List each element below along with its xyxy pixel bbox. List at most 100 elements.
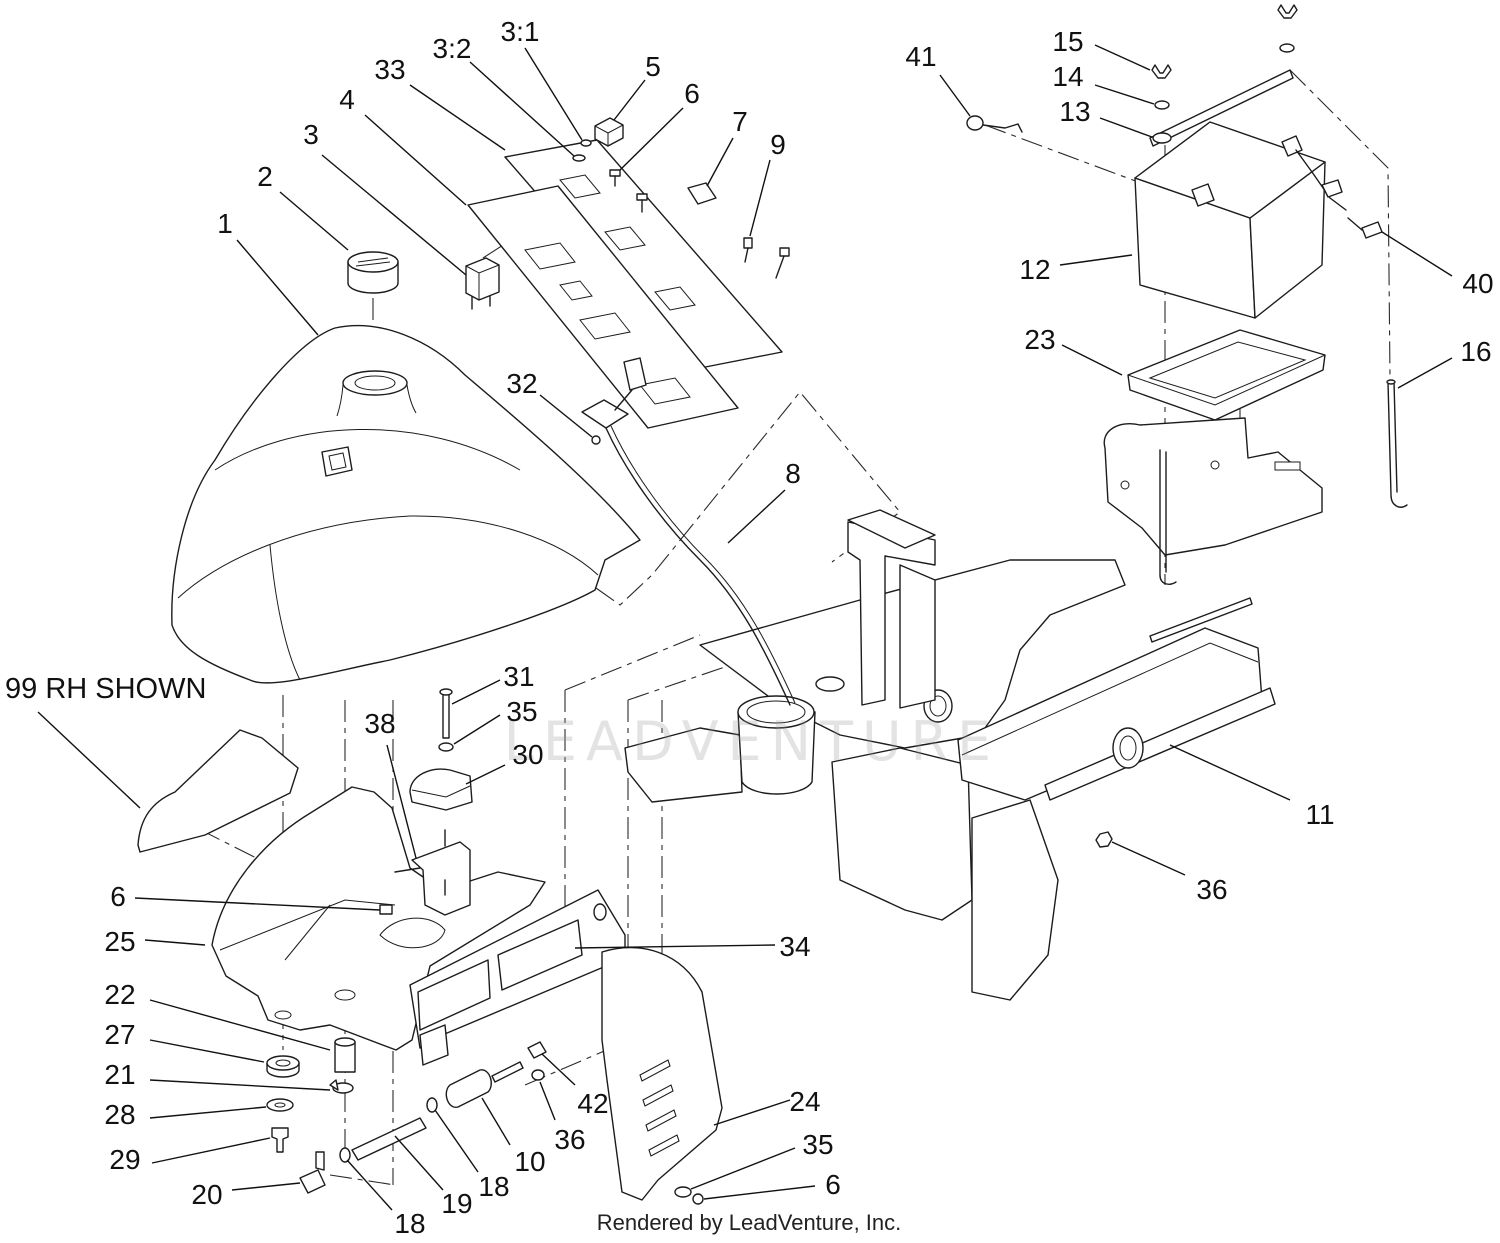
callout-35-lower: 35 xyxy=(802,1129,833,1160)
callout-6-top: 6 xyxy=(684,78,700,109)
leader-line-4 xyxy=(364,114,467,206)
callout-21: 21 xyxy=(104,1059,135,1090)
clamp-18 xyxy=(339,1147,351,1163)
callout-25: 25 xyxy=(104,926,135,957)
leader-line-13 xyxy=(1099,117,1153,138)
washer-13 xyxy=(1152,132,1172,144)
key-switch-pins xyxy=(471,295,491,310)
leader-line-38 xyxy=(386,744,417,859)
clamp-21-tab xyxy=(329,1079,339,1091)
callout-14: 14 xyxy=(1052,61,1083,92)
bolt-40 xyxy=(1361,221,1383,239)
screw-6 xyxy=(609,169,621,177)
leader-line-6-top xyxy=(619,107,684,171)
bolt-40-shank xyxy=(1347,217,1363,231)
callout-labels: 41 15 14 13 12 40 23 16 3:1 3:2 33 5 6 7… xyxy=(5,16,1494,1239)
battery-tray-inner xyxy=(1148,341,1307,399)
fuel-filter-hose xyxy=(491,1061,524,1083)
alignment-line xyxy=(627,654,761,701)
battery-bracket-hole xyxy=(1120,480,1130,490)
clamp-42 xyxy=(527,1041,547,1059)
fuel-tank-contour xyxy=(269,544,301,681)
battery-tray-rim xyxy=(1127,354,1326,406)
callout-3: 3 xyxy=(303,119,319,150)
decal-34 xyxy=(497,919,583,991)
fuel-tank-assembly xyxy=(171,251,641,684)
leader-line-41 xyxy=(939,74,971,117)
callout-33: 33 xyxy=(374,54,405,85)
throttle-lever-stem xyxy=(614,389,633,411)
leader-line-34 xyxy=(574,944,776,949)
panel-plate-hole xyxy=(654,286,696,311)
fitting-20 xyxy=(299,1169,326,1194)
fuel-tank-badge xyxy=(321,446,353,477)
leader-line-3-1 xyxy=(524,47,583,141)
leader-line-2 xyxy=(279,191,349,251)
fuel-tank-opening xyxy=(354,375,396,391)
leader-line-19 xyxy=(394,1135,444,1191)
steering-tower xyxy=(737,711,816,795)
alignment-line xyxy=(595,391,901,606)
frame-bearing-bore xyxy=(929,695,947,717)
leader-line-18-right xyxy=(434,1109,479,1173)
leader-line-9 xyxy=(749,159,771,237)
battery-bracket-slot xyxy=(1274,461,1301,471)
callout-12: 12 xyxy=(1019,254,1050,285)
callout-22: 22 xyxy=(104,979,135,1010)
bracket-38-bolt xyxy=(394,867,421,873)
control-panel-assembly xyxy=(465,117,790,445)
leader-line-5 xyxy=(613,79,646,121)
battery-hold-down-strap xyxy=(1149,69,1294,147)
steering-tower-bore xyxy=(746,700,806,724)
leader-line-10 xyxy=(481,1097,511,1146)
leader-line-29 xyxy=(151,1137,271,1164)
callout-3-2: 3:2 xyxy=(433,33,472,64)
leader-line-32 xyxy=(539,394,593,438)
leader-line-25 xyxy=(144,939,206,946)
washer-35 xyxy=(674,1186,692,1198)
callout-29: 29 xyxy=(109,1144,140,1175)
side-cover-slot xyxy=(642,1084,674,1107)
leader-line-14 xyxy=(1094,84,1155,105)
callout-16: 16 xyxy=(1460,336,1491,367)
knob-block-30 xyxy=(409,768,473,811)
fuel-tank-neck-side xyxy=(406,384,417,414)
battery-bracket-hole xyxy=(1210,460,1220,470)
bolt-31-head xyxy=(439,688,453,696)
callout-31: 31 xyxy=(503,661,534,692)
leader-line-36-lower xyxy=(539,1081,556,1121)
callout-9: 9 xyxy=(770,129,786,160)
fuel-cap-grip xyxy=(355,257,391,267)
callout-19: 19 xyxy=(441,1188,472,1219)
nut-41 xyxy=(966,115,984,131)
leader-line-11 xyxy=(1169,744,1291,801)
battery-bracket xyxy=(1103,417,1323,556)
screw-9-shank xyxy=(775,255,785,279)
callout-20: 20 xyxy=(191,1179,222,1210)
callout-34: 34 xyxy=(779,931,810,962)
alignment-line xyxy=(564,634,701,691)
leader-line-24 xyxy=(713,1099,791,1126)
panel-plate-hole xyxy=(524,242,576,270)
frame-top-pad xyxy=(847,509,936,549)
frame-plug xyxy=(815,676,845,692)
terminal-bolt xyxy=(982,123,1023,133)
frame-rear-beam-edge xyxy=(961,642,1259,756)
grommet-27-hole xyxy=(275,1059,291,1067)
callout-27: 27 xyxy=(104,1019,135,1050)
wing-nut xyxy=(1277,4,1298,19)
throttle-control-32 xyxy=(581,399,629,429)
leader-line-8 xyxy=(727,489,786,544)
leader-line-7 xyxy=(706,137,734,187)
dash-base-fold xyxy=(219,899,396,951)
side-cover-24 xyxy=(601,946,723,1201)
fuel-cap-top xyxy=(347,251,399,273)
callout-15: 15 xyxy=(1052,26,1083,57)
fitting-20-tee xyxy=(315,1151,325,1171)
alignment-line xyxy=(482,217,546,259)
leader-line-36-right xyxy=(1111,841,1186,876)
leader-line-3-2 xyxy=(469,61,575,157)
screw xyxy=(636,193,648,201)
wing-nut-15 xyxy=(1151,64,1172,79)
bolt-29 xyxy=(271,1127,289,1153)
